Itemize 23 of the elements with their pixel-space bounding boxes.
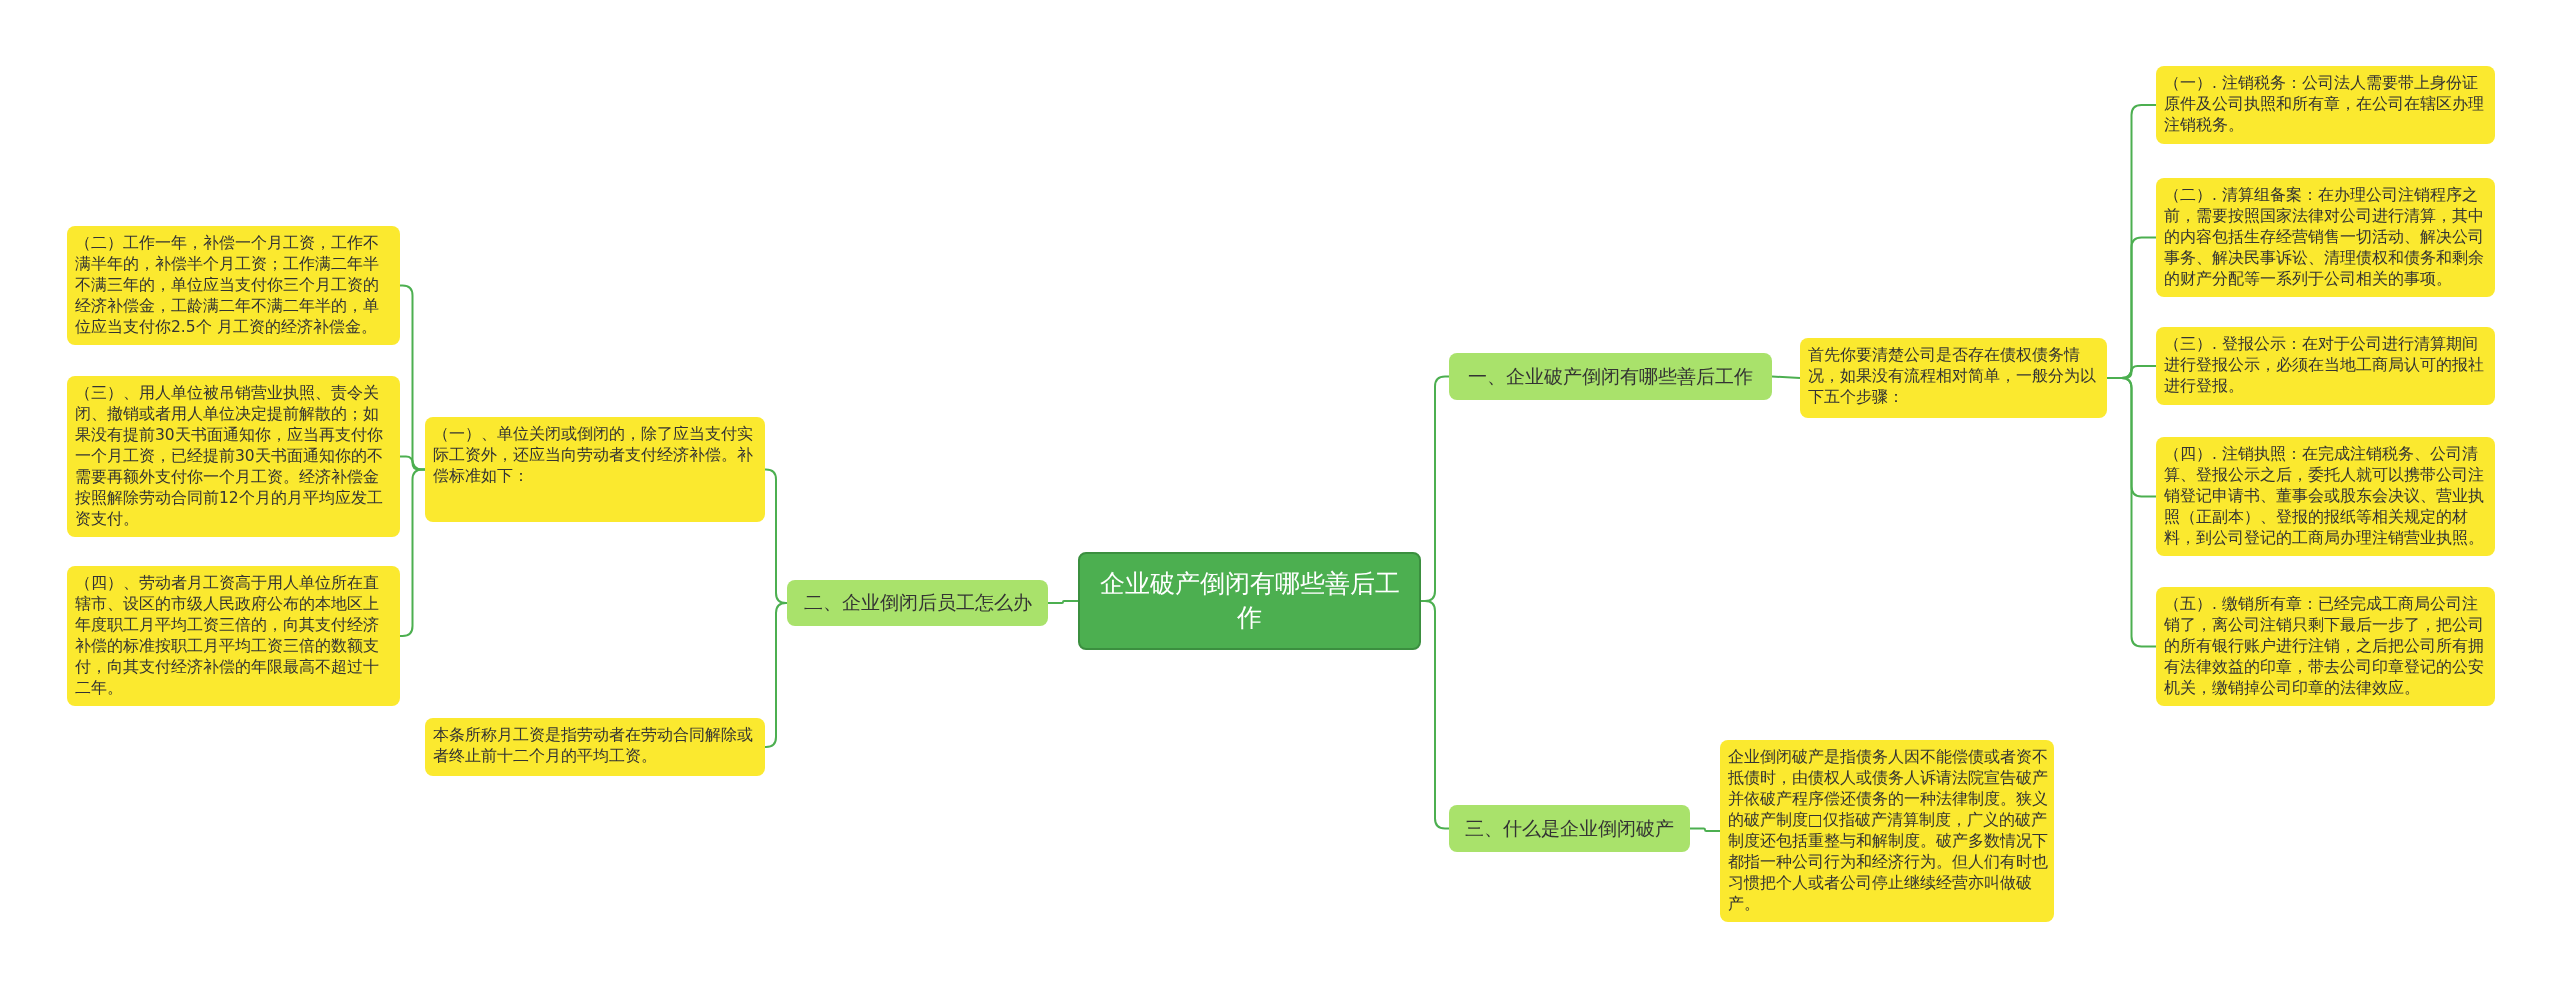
note-box: （四）、劳动者月工资高于用人单位所在直辖市、设区的市级人民政府公布的本地区上年度职工月平均工资三倍的，向其支付经济补偿的标准按职工月平均工资三倍的数额支付，向其支付经济补偿的年限最高不超过十二年。 (67, 566, 400, 706)
connector (764, 602, 788, 748)
branch-box: 二、企业倒闭后员工怎么办 (787, 580, 1048, 626)
note-box: （五）. 缴销所有章：已经完成工商局公司注销了，离公司注销只剩下最后一步了，把公司的所有银行账户进行注销，之后把公司所有拥有法律效益的印章，带去公司印章登记的公安机关，缴销掉公司印章的法律效应。 (2156, 587, 2495, 706)
note-box: 首先你要清楚公司是否存在债权债务情况，如果没有流程相对简单，一般分为以下五个步骤： (1800, 338, 2107, 418)
note-box: （三）、用人单位被吊销营业执照、责令关闭、撤销或者用人单位决定提前解散的；如果没有提前30天书面通知你，应当再支付你一个月工资，已经提前30天书面通知你的不需要再额外支付你一个月工资。经济补偿金按照解除劳动合同前12个月的月平均应发工资支付。 (67, 376, 400, 537)
connector (1047, 600, 1079, 604)
note-box: 本条所称月工资是指劳动者在劳动合同解除或者终止前十二个月的平均工资。 (425, 718, 765, 776)
branch-box: 一、企业破产倒闭有哪些善后工作 (1449, 353, 1772, 400)
note-box: （四）. 注销执照：在完成注销税务、公司清算、登报公示之后，委托人就可以携带公司注销登记申请书、董事会或股东会决议、营业执照（正副本）、登报的报纸等相关规定的材料，到公司登记的工商局办理注销营业执照。 (2156, 437, 2495, 556)
note-box: （二）. 清算组备案：在办理公司注销程序之前，需要按照国家法律对公司进行清算，其中的内容包括生存经营销售一切活动、解决公司事务、解决民事诉讼、清理债权和债务和剩余的财产分配等一系列于公司相关的事项。 (2156, 178, 2495, 297)
note-box: （一）、单位关闭或倒闭的，除了应当支付实际工资外，还应当向劳动者支付经济补偿。补偿标准如下： (425, 417, 765, 522)
connector (2106, 377, 2157, 648)
note-box: 企业倒闭破产是指债务人因不能偿债或者资不抵债时，由债权人或债务人诉请法院宣告破产并依破产程序偿还债务的一种法律制度。狭义的破产制度□仅指破产清算制度，广义的破产制度还包括重整与和解制度。破产多数情况下都指一种公司行为和经济行为。但人们有时也习惯把个人或者公司停止继续经营亦叫做破产。 (1720, 740, 2054, 922)
note-box: （三）. 登报公示：在对于公司进行清算期间进行登报公示，必须在当地工商局认可的报社进行登报。 (2156, 327, 2495, 405)
connector (399, 468, 426, 637)
branch-box: 三、什么是企业倒闭破产 (1449, 805, 1690, 852)
connector (399, 284, 426, 471)
central-topic-box: 企业破产倒闭有哪些善后工作 (1078, 552, 1421, 650)
connector (1771, 375, 1801, 379)
note-box: （二）工作一年，补偿一个月工资，工作不满半年的，补偿半个月工资；工作满二年半不满三年的，单位应当支付你三个月工资的经济补偿金，工龄满二年不满二年半的，单位应当支付你2.5个 月工资的经济补偿金。 (67, 226, 400, 345)
note-box: （一）. 注销税务：公司法人需要带上身份证原件及公司执照和所有章，在公司在辖区办理注销税务。 (2156, 66, 2495, 144)
connector (1689, 827, 1721, 832)
